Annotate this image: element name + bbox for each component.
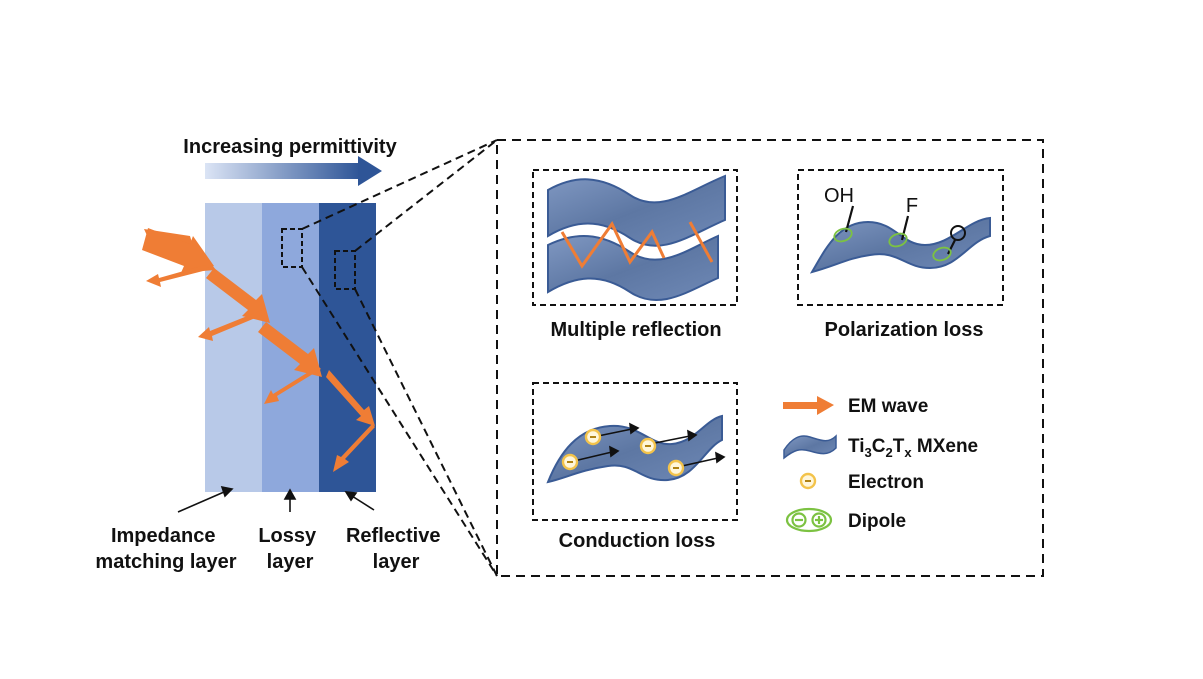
- legend-mxene: Ti3C2Tx MXene: [848, 436, 978, 460]
- f-group-label: F: [906, 195, 918, 217]
- lossy-layer-label-2: layer: [267, 551, 314, 573]
- legend-dipole-icon: [785, 507, 833, 533]
- transmitted-wave-3: [326, 370, 375, 426]
- zoom-box-reflective: [334, 250, 356, 290]
- legend-em-wave: EM wave: [848, 396, 928, 417]
- reflected-wave-3: [264, 366, 321, 404]
- mxene-sheet-icon: [783, 434, 837, 460]
- legend-electron-icon: [799, 472, 817, 490]
- em-wave-icon: [783, 396, 834, 415]
- reflective-layer: [319, 203, 376, 492]
- conduction-loss-box: [532, 382, 738, 521]
- permittivity-gradient: [205, 156, 382, 186]
- conduction-loss-label: Conduction loss: [559, 530, 716, 552]
- impedance-layer-label-1: Impedance: [111, 525, 215, 547]
- zoom-box-lossy: [281, 228, 303, 268]
- polarization-loss-box: [797, 169, 1004, 306]
- svg-text:Reflective layer: Reflective layer: [346, 525, 446, 573]
- polarization-loss-label: Polarization loss: [825, 319, 984, 341]
- permittivity-label: Increasing permittivity: [183, 136, 397, 158]
- zoom-panel: [496, 139, 1044, 577]
- impedance-layer-label-2: matching layer: [95, 551, 236, 573]
- incident-wave-arrow: [142, 228, 214, 275]
- multiple-reflection-illustration: [547, 174, 726, 302]
- lossy-layer-label-1: Lossy: [258, 525, 317, 547]
- svg-text:Lossy layer: Lossy layer: [258, 525, 321, 573]
- reflected-wave-4: [333, 424, 375, 472]
- layer-pointers: [177, 485, 375, 513]
- conduction-illustration: [546, 414, 726, 484]
- reflected-wave-2: [198, 310, 265, 341]
- reflective-layer-label-1: Reflective: [346, 525, 441, 547]
- reflective-layer-label-2: layer: [373, 551, 420, 573]
- reflected-wave-1: [146, 265, 207, 287]
- transmitted-wave-1: [206, 268, 270, 323]
- dipole-icon: [833, 227, 952, 262]
- legend-electron: Electron: [848, 472, 924, 493]
- legend-dipole: Dipole: [848, 511, 906, 532]
- svg-text:Impedance matching layer: Impedance matching layer: [95, 525, 236, 573]
- legend: EM wave Ti3C2Tx MXene Electron Dipole: [783, 396, 978, 533]
- impedance-matching-layer: [205, 203, 262, 492]
- transmitted-wave-2: [258, 322, 322, 377]
- multiple-reflection-box: [532, 169, 738, 306]
- multiple-reflection-label: Multiple reflection: [550, 319, 721, 341]
- polarization-illustration: [809, 205, 991, 274]
- zoom-lines: [301, 139, 498, 577]
- em-wave-path: [142, 228, 375, 472]
- oh-group-label: OH: [824, 185, 854, 207]
